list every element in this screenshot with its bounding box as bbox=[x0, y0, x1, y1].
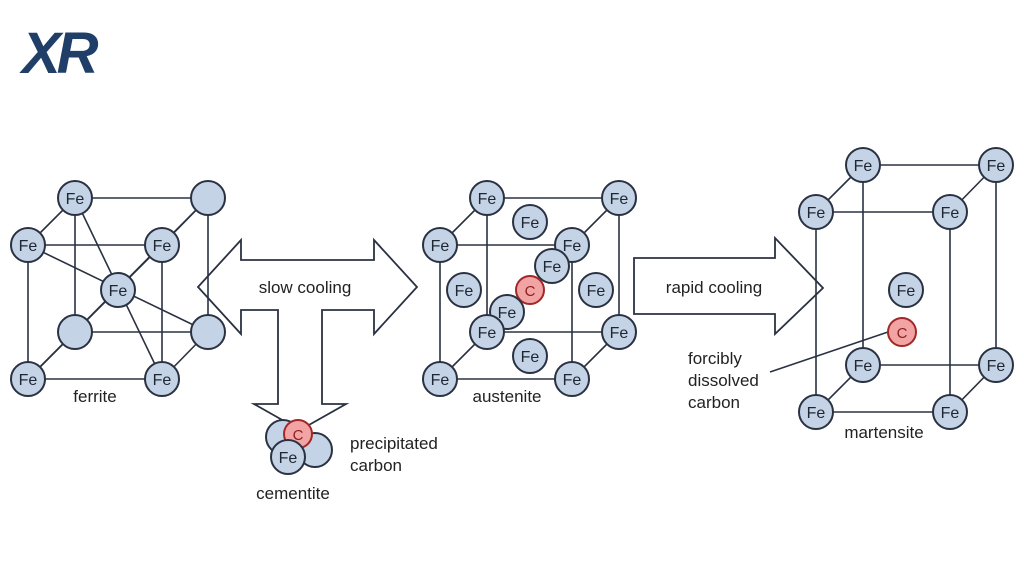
atom-symbol: Fe bbox=[19, 372, 38, 389]
atom-symbol: C bbox=[525, 283, 536, 300]
atom-symbol: Fe bbox=[563, 372, 582, 389]
dissolved-line-3: carbon bbox=[688, 393, 740, 412]
atom-symbol: Fe bbox=[807, 205, 826, 222]
austenite-iron-atom-2: Fe bbox=[601, 180, 637, 216]
ferrite-label: ferrite bbox=[73, 387, 116, 406]
atom-symbol: Fe bbox=[109, 283, 128, 300]
slow-cooling-arrow bbox=[196, 237, 419, 432]
austenite-iron-atom-12: Fe bbox=[512, 338, 548, 374]
atom-symbol: Fe bbox=[431, 372, 450, 389]
ferrite-iron-atom-5: Fe bbox=[10, 227, 46, 263]
atom-symbol: Fe bbox=[563, 238, 582, 255]
atom-symbol: Fe bbox=[19, 238, 38, 255]
martensite-carbon-atom-1: C bbox=[887, 317, 917, 347]
logo-text: XR bbox=[19, 21, 99, 86]
ferrite-iron-atom-2 bbox=[190, 180, 226, 216]
atom-symbol: Fe bbox=[455, 283, 474, 300]
martensite-label: martensite bbox=[844, 423, 923, 442]
austenite-iron-atom-11: Fe bbox=[601, 314, 637, 350]
austenite-carbon-atom-1: C bbox=[515, 275, 545, 305]
austenite-iron-atom-3: Fe bbox=[512, 204, 548, 240]
atom-symbol: Fe bbox=[987, 158, 1006, 175]
martensite-iron-atom-4: Fe bbox=[932, 194, 968, 230]
ferrite-iron-atom-7: Fe bbox=[100, 272, 136, 308]
atom-symbol: Fe bbox=[521, 215, 540, 232]
atom-symbol: Fe bbox=[478, 325, 497, 342]
martensite-iron-atom-3: Fe bbox=[798, 194, 834, 230]
martensite-iron-atom-9: Fe bbox=[932, 394, 968, 430]
atom-symbol: Fe bbox=[153, 238, 172, 255]
martensite-iron-atom-2: Fe bbox=[978, 147, 1014, 183]
ferrite-iron-atom-3 bbox=[57, 314, 93, 350]
atom-symbol: Fe bbox=[987, 358, 1006, 375]
atom-symbol: Fe bbox=[941, 205, 960, 222]
ferrite-iron-atom-9: Fe bbox=[144, 361, 180, 397]
atom-symbol: Fe bbox=[431, 238, 450, 255]
ferrite-iron-atom-6: Fe bbox=[144, 227, 180, 263]
dissolved-line-2: dissolved bbox=[688, 371, 759, 390]
atom-symbol: Fe bbox=[854, 158, 873, 175]
atom-symbol: Fe bbox=[807, 405, 826, 422]
slow-cooling-label: slow cooling bbox=[259, 278, 352, 297]
ferrite-iron-atom-1: Fe bbox=[57, 180, 93, 216]
atom-symbol: Fe bbox=[279, 450, 298, 467]
precipitated-line-1: precipitated bbox=[350, 434, 438, 453]
atom-symbol: Fe bbox=[587, 283, 606, 300]
austenite-label: austenite bbox=[473, 387, 542, 406]
cementite-label: cementite bbox=[256, 484, 330, 503]
ferrite-iron-atom-8: Fe bbox=[10, 361, 46, 397]
austenite-iron-atom-8: Fe bbox=[578, 272, 614, 308]
atom-symbol: Fe bbox=[521, 349, 540, 366]
atom-symbol: Fe bbox=[941, 405, 960, 422]
austenite-iron-atom-7: Fe bbox=[446, 272, 482, 308]
martensite-iron-atom-6: Fe bbox=[845, 347, 881, 383]
atom-symbol: Fe bbox=[854, 358, 873, 375]
dissolved-line-1: forcibly bbox=[688, 349, 742, 368]
austenite-iron-atom-14: Fe bbox=[554, 361, 590, 397]
rapid-cooling-arrow bbox=[633, 235, 825, 337]
atom-symbol: Fe bbox=[610, 325, 629, 342]
austenite-iron-atom-10: Fe bbox=[469, 314, 505, 350]
rapid-cooling-label: rapid cooling bbox=[666, 278, 762, 297]
atom-symbol: Fe bbox=[543, 259, 562, 276]
austenite-iron-atom-1: Fe bbox=[469, 180, 505, 216]
austenite-iron-atom-6: Fe bbox=[534, 248, 570, 284]
cementite-iron-atom-3: Fe bbox=[270, 439, 306, 475]
ferrite-iron-atom-4 bbox=[190, 314, 226, 350]
atom-symbol: Fe bbox=[66, 191, 85, 208]
atom-symbol: Fe bbox=[478, 191, 497, 208]
atom-symbol: C bbox=[897, 325, 908, 342]
martensite-iron-atom-7: Fe bbox=[978, 347, 1014, 383]
austenite-iron-atom-4: Fe bbox=[422, 227, 458, 263]
atom-symbol: Fe bbox=[610, 191, 629, 208]
atom-symbol: C bbox=[293, 427, 304, 444]
martensite-iron-atom-5: Fe bbox=[888, 272, 924, 308]
precipitated-line-2: carbon bbox=[350, 456, 402, 475]
martensite-iron-atom-8: Fe bbox=[798, 394, 834, 430]
martensite-iron-atom-1: Fe bbox=[845, 147, 881, 183]
atom-symbol: Fe bbox=[897, 283, 916, 300]
atom-symbol: Fe bbox=[498, 305, 517, 322]
dissolved-carbon-leader bbox=[769, 331, 889, 373]
austenite-iron-atom-13: Fe bbox=[422, 361, 458, 397]
atom-symbol: Fe bbox=[153, 372, 172, 389]
xr-logo: XR bbox=[19, 21, 103, 86]
